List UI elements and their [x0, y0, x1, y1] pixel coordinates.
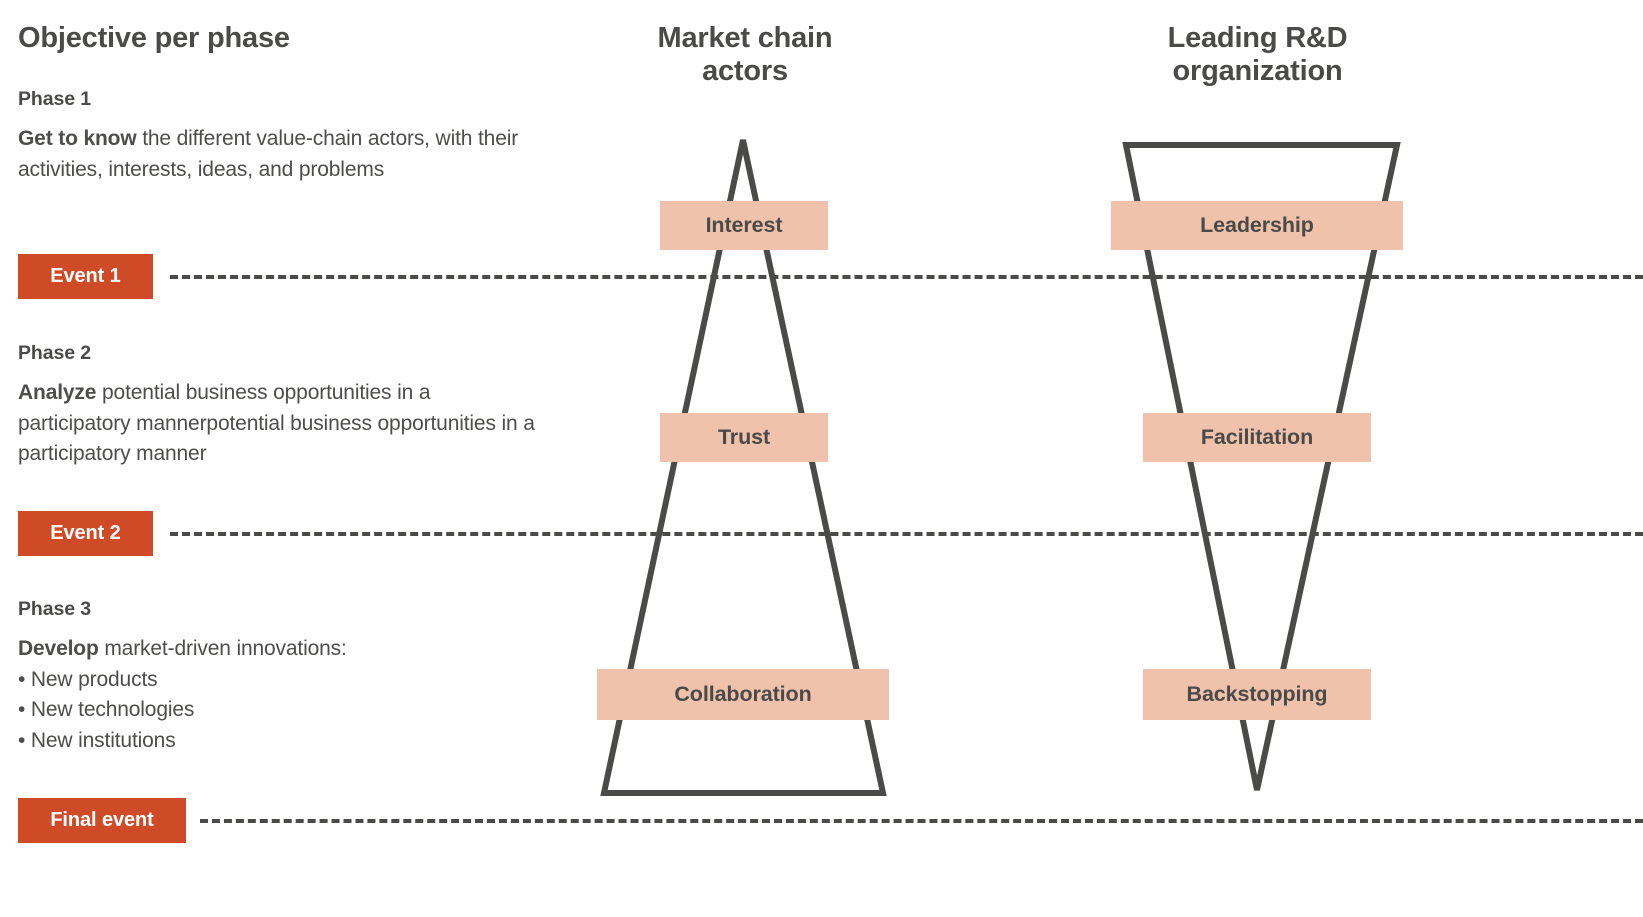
market-chain-title-line-1: Market chain — [657, 22, 833, 54]
event-1-divider — [170, 275, 1643, 279]
final-event-badge: Final event — [18, 798, 186, 843]
event-2-divider — [170, 532, 1643, 536]
stage-box-leadership: Leadership — [1111, 201, 1403, 250]
event-2-badge: Event 2 — [18, 511, 153, 556]
phase-3-heading: Phase 3 — [18, 598, 92, 620]
phase-2-heading: Phase 2 — [18, 342, 92, 364]
phase-3-text: market-driven innovations: — [98, 637, 347, 660]
phase-2-lead: Analyze — [18, 381, 97, 404]
phase-1-lead: Get to know — [18, 127, 137, 150]
stage-box-interest: Interest — [660, 201, 828, 250]
rnd-title-line-1: Leading R&D — [1167, 22, 1348, 54]
stage-box-trust: Trust — [660, 413, 828, 462]
phase-2-body: Analyze potential business opportunities… — [18, 378, 538, 470]
market-chain-column-title: Market chain actors — [595, 22, 895, 88]
phase-3-block: Phase 3 Develop market-driven innovation… — [18, 598, 538, 756]
phase-1-body: Get to know the different value-chain ac… — [18, 124, 538, 185]
phase-3-bullet-2: • New technologies — [18, 698, 195, 721]
objective-column: Objective per phase Phase 1 Get to know … — [18, 0, 558, 917]
phase-2-block: Phase 2 Analyze potential business oppor… — [18, 342, 538, 470]
phase-1-heading: Phase 1 — [18, 88, 92, 110]
event-1-badge: Event 1 — [18, 254, 153, 299]
phase-3-lead: Develop — [18, 637, 99, 660]
stage-box-backstopping: Backstopping — [1143, 669, 1371, 720]
stage-box-facilitation: Facilitation — [1143, 413, 1371, 462]
market-chain-title-line-2: actors — [702, 55, 788, 87]
stage-box-collaboration: Collaboration — [597, 669, 889, 720]
objective-column-title: Objective per phase — [18, 22, 290, 54]
phase-1-block: Phase 1 Get to know the different value-… — [18, 88, 538, 185]
rnd-title-line-2: organization — [1172, 55, 1343, 87]
phase-3-bullet-1: • New products — [18, 667, 158, 691]
final-event-divider — [200, 819, 1643, 823]
phase-2-text: potential business opportunities in a pa… — [18, 381, 535, 465]
phase-3-body: Develop market-driven innovations: • New… — [18, 634, 538, 756]
phase-3-bullet-3: • New institutions — [18, 728, 176, 752]
rnd-column-title: Leading R&D organization — [1105, 22, 1410, 88]
phase-1-text: the different value-chain actors, with t… — [18, 127, 519, 181]
